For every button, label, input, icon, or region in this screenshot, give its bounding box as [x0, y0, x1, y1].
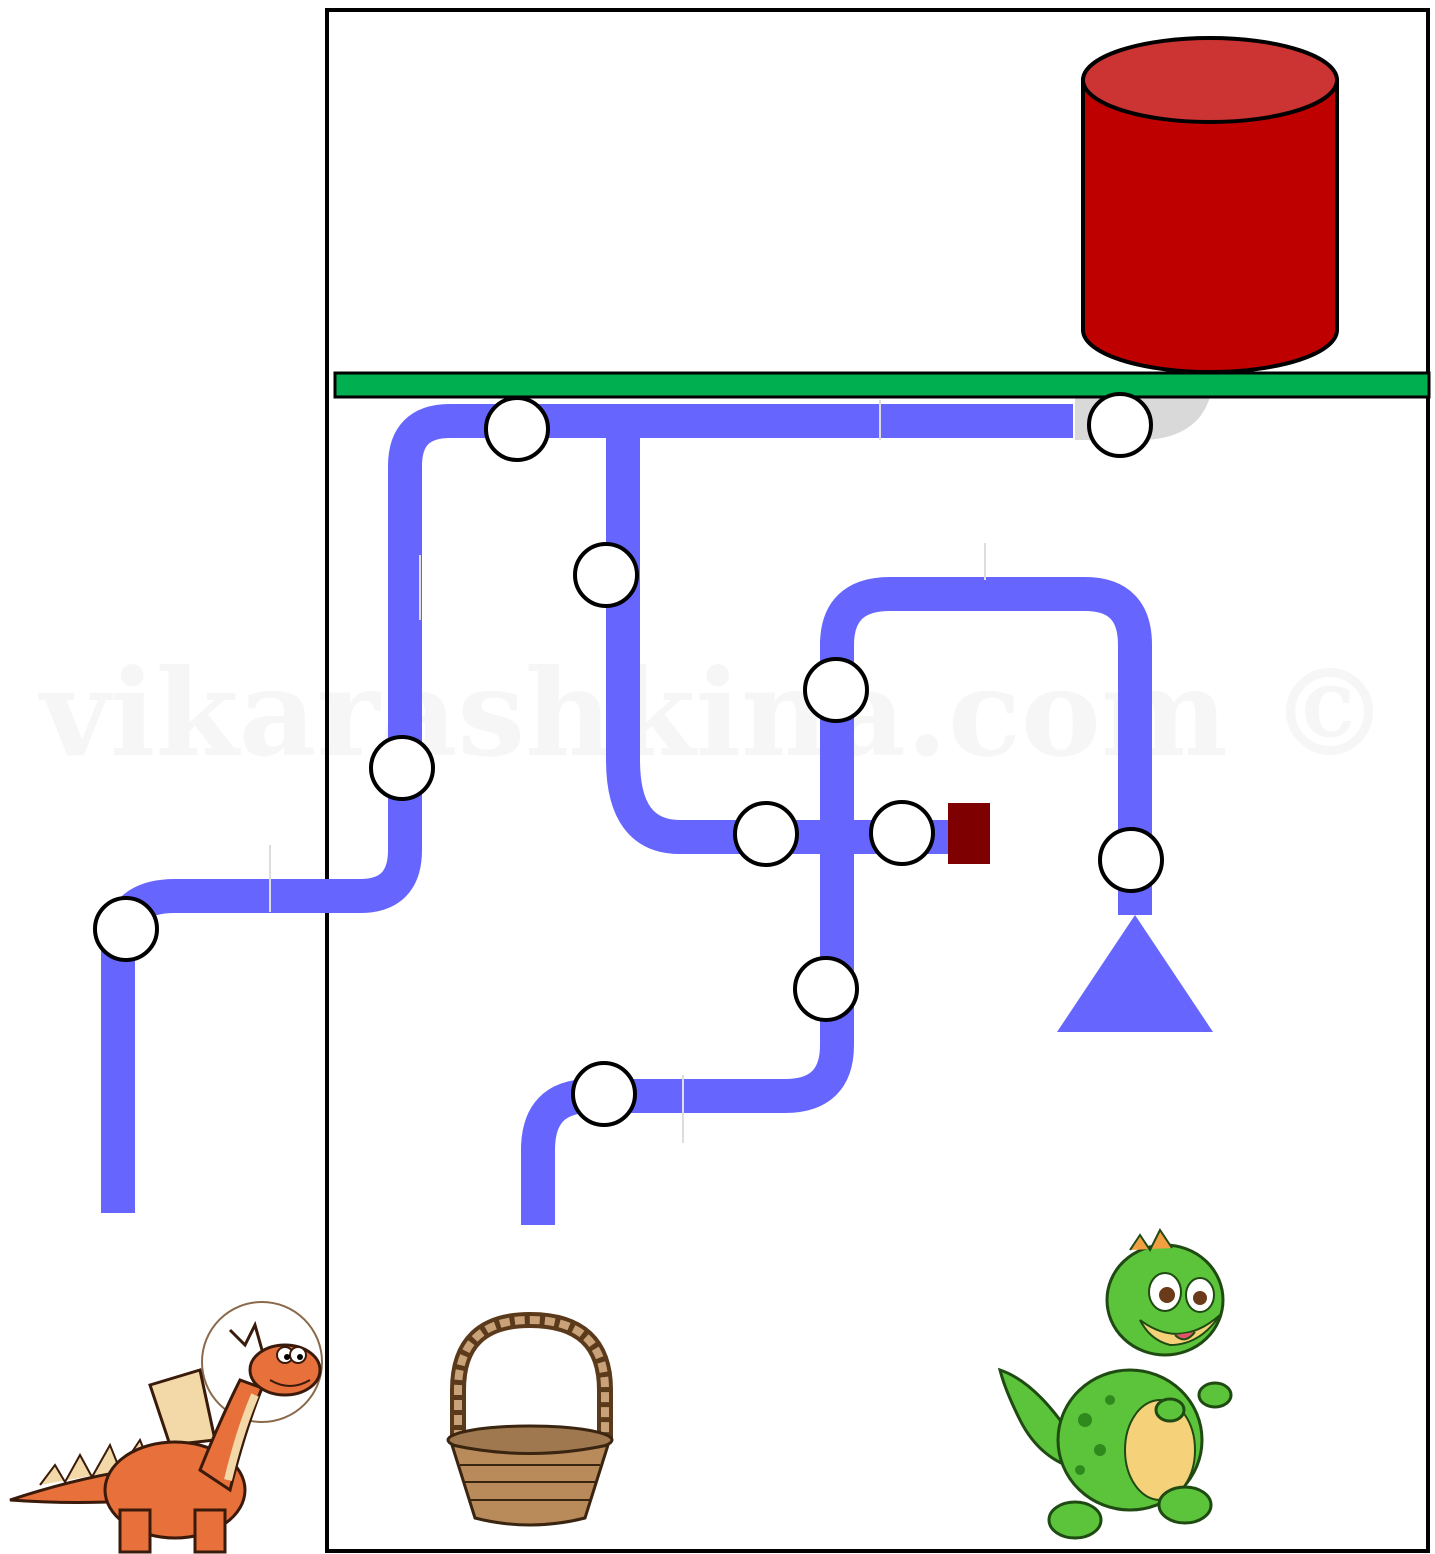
- basket: [448, 1320, 612, 1525]
- valve-middle-upper[interactable]: [575, 544, 637, 606]
- shelf: [335, 373, 1429, 397]
- valve-loop-left[interactable]: [805, 659, 867, 721]
- funnel-outlet: [1057, 915, 1213, 1032]
- valve-lower-vertical[interactable]: [795, 958, 857, 1020]
- valve-lower-horizontal[interactable]: [573, 1063, 635, 1125]
- valve-top-left[interactable]: [486, 398, 548, 460]
- valve-top-right[interactable]: [1089, 394, 1151, 456]
- green-dinosaur: [1000, 1230, 1231, 1538]
- valve-cross-right[interactable]: [871, 802, 933, 864]
- valve-loop-right[interactable]: [1100, 829, 1162, 891]
- pipe-plug: [948, 803, 990, 864]
- orange-dragon: [10, 1302, 322, 1552]
- valve-far-left[interactable]: [95, 898, 157, 960]
- valve-left-vertical[interactable]: [371, 737, 433, 799]
- valve-cross-left[interactable]: [735, 803, 797, 865]
- water-tank: [1083, 38, 1337, 372]
- watermark: vikarashkina.com ©: [37, 643, 1389, 784]
